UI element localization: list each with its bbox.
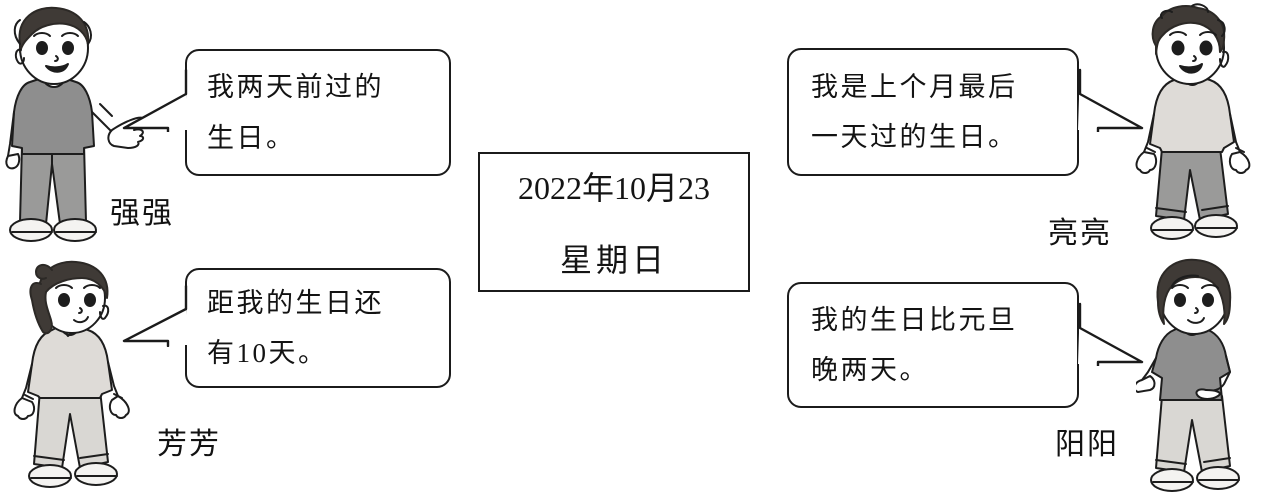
name-label-qiangqiang: 强强	[110, 197, 174, 230]
speech-bubble-fangfang: 距我的生日还 有10天。	[185, 268, 451, 388]
character-fangfang	[8, 258, 153, 496]
bubble-line-1: 我的生日比元旦	[811, 304, 1018, 335]
character-liangliang	[1132, 2, 1267, 244]
bubble-line-2: 晚两天。	[811, 355, 929, 385]
character-yangyang	[1133, 256, 1267, 496]
speech-bubble-liangliang: 我是上个月最后 一天过的生日。	[787, 48, 1079, 176]
name-label-liangliang: 亮亮	[1048, 217, 1112, 250]
name-label-fangfang: 芳芳	[157, 428, 221, 461]
bubble-line-1: 我两天前过的	[207, 72, 384, 103]
bubble-line-1: 距我的生日还	[207, 287, 384, 318]
speech-bubble-qiangqiang: 我两天前过的 生日。	[185, 49, 451, 176]
speech-bubble-yangyang: 我的生日比元旦 晚两天。	[787, 282, 1079, 408]
bubble-line-2: 有10天。	[207, 338, 328, 368]
bubble-line-1: 我是上个月最后	[811, 71, 1018, 102]
calendar-weekday: 星期日	[559, 242, 668, 278]
bubble-line-2: 生日。	[207, 122, 296, 153]
name-label-yangyang: 阳阳	[1055, 428, 1119, 461]
calendar-date: 2022年10月23	[517, 170, 710, 206]
calendar-date-box: 2022年10月23 星期日	[478, 152, 750, 292]
bubble-line-2: 一天过的生日。	[811, 122, 1018, 152]
